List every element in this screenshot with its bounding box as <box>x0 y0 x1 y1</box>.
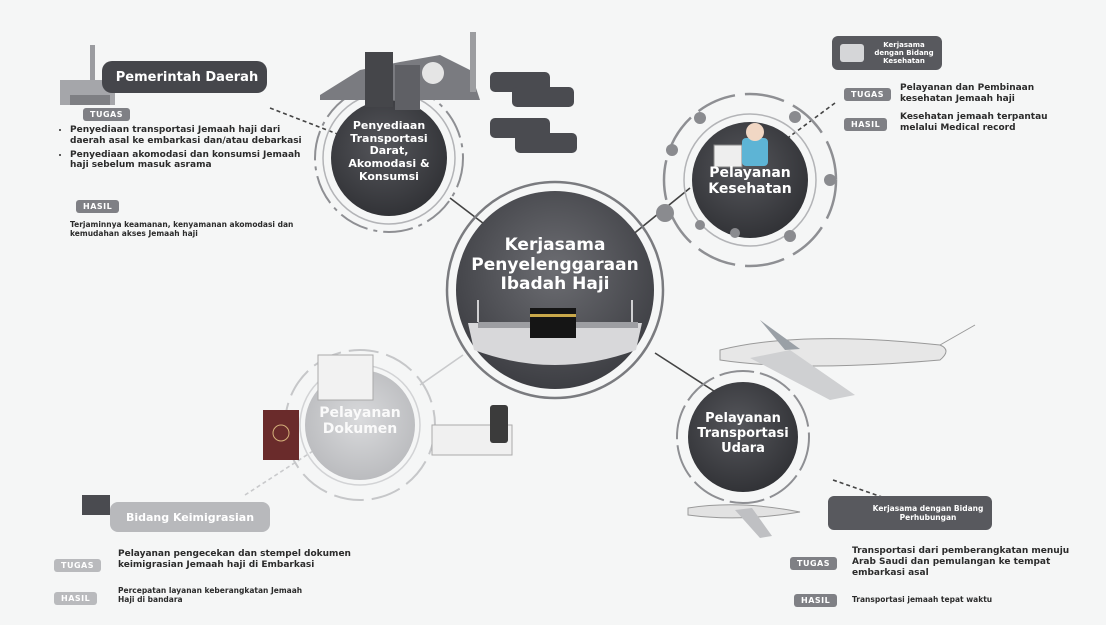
connector-bottom-right <box>654 352 721 396</box>
banner-kesehatan: Kerjasama dengan Bidang Kesehatan <box>868 38 940 68</box>
tugas-text-perhubungan: Transportasi dari pemberangkatan menuju … <box>852 546 1070 578</box>
tugas-tag-perhubungan: TUGAS <box>790 557 837 570</box>
circle-transportasi-udara <box>676 370 810 504</box>
label-transportasi-udara: Pelayanan Transportasi Udara <box>688 411 798 457</box>
hasil-tag-imigrasi: HASIL <box>54 592 98 605</box>
banner-perhubungan-text: Kerjasama dengan Bidang Perhubungan <box>872 504 984 522</box>
kaaba-icon <box>530 308 576 338</box>
label-line: Penyediaan <box>352 119 426 132</box>
label-line: Transportasi Darat, <box>350 131 428 158</box>
small-airplane-illustration <box>687 504 801 538</box>
banner-pemerintah-daerah: Pemerintah Daerah <box>112 63 262 91</box>
connector-bottom-left <box>419 354 464 386</box>
hasil-text-kesehatan: Kesehatan jemaah terpantau melalui Medic… <box>900 112 1048 133</box>
label-line: Akomodasi & <box>348 156 430 170</box>
label-line: Pelayanan <box>709 165 791 181</box>
tugas-tag-pemda: TUGAS <box>83 108 130 121</box>
label-line: Konsumsi <box>359 169 419 183</box>
health-team-icon <box>840 44 864 62</box>
label-dokumen: Pelayanan Dokumen <box>305 405 415 437</box>
dashed-top-left <box>269 107 341 136</box>
tugas-list-pemda: Penyediaan transportasi Jemaah haji dari… <box>60 125 310 174</box>
airplane-illustration <box>719 320 976 400</box>
tugas-item: Penyediaan akomodasi dan konsumsi Jemaah… <box>70 150 310 172</box>
tugas-tag-imigrasi: TUGAS <box>54 559 101 572</box>
health-illustration <box>713 123 768 168</box>
tugas-item: Penyediaan transportasi Jemaah haji dari… <box>70 125 310 147</box>
center-line: Kerjasama <box>504 235 606 255</box>
banner-keimigrasian: Bidang Keimigrasian <box>120 504 260 530</box>
label-line: Udara <box>721 440 765 456</box>
mosque-base <box>468 323 642 365</box>
dashed-top-right <box>784 102 836 141</box>
tugas-text-imigrasi: Pelayanan pengecekan dan stempel dokumen… <box>118 549 351 570</box>
center-line: Ibadah Haji <box>500 274 610 295</box>
label-line: Pelayanan <box>705 411 781 426</box>
hasil-text-pemda: Terjaminnya keamanan, kenyamanan akomoda… <box>70 220 294 238</box>
banner-perhubungan: Kerjasama dengan Bidang Perhubungan <box>866 498 990 528</box>
label-line: Kesehatan <box>708 181 792 198</box>
label-transportasi-darat: Penyediaan Transportasi Darat, Akomodasi… <box>331 119 447 183</box>
banner-bg-perhubungan <box>828 496 992 530</box>
connector-lines <box>244 102 883 498</box>
banner-kesehatan-text: Kerjasama dengan Bidang Kesehatan <box>874 41 934 65</box>
banner-bg-imigrasi <box>110 502 270 532</box>
tugas-text-kesehatan: Pelayanan dan Pembinaan kesehatan Jemaah… <box>900 83 1035 104</box>
hasil-tag-kesehatan: HASIL <box>844 118 888 131</box>
city-illustration <box>320 32 480 110</box>
tugas-tag-kesehatan: TUGAS <box>844 88 891 101</box>
label-center: Kerjasama Penyelenggaraan Ibadah Haji <box>460 235 650 295</box>
center-line: Penyelenggaraan <box>471 254 639 275</box>
bus-icons <box>490 72 577 153</box>
banner-keimigrasian-text: Bidang Keimigrasian <box>125 510 255 524</box>
label-line: Transportasi <box>697 425 789 441</box>
label-kesehatan: Pelayanan Kesehatan <box>692 165 808 197</box>
dashed-bottom-right <box>832 479 883 498</box>
banner-pemda-text: Pemerintah Daerah <box>115 69 259 85</box>
center-hub <box>445 180 665 400</box>
immigration-icon <box>82 495 110 515</box>
hasil-tag-pemda: HASIL <box>76 200 120 213</box>
hasil-text-perhubungan: Transportasi jemaah tepat waktu <box>852 595 993 604</box>
label-line: Dokumen <box>322 421 398 438</box>
label-line: Pelayanan <box>319 405 401 421</box>
hasil-text-imigrasi: Percepatan layanan keberangkatan Jemaah … <box>118 586 303 604</box>
document-illustration <box>263 354 513 460</box>
banner-bg-pemda <box>102 61 267 93</box>
hasil-tag-perhubungan: HASIL <box>794 594 838 607</box>
